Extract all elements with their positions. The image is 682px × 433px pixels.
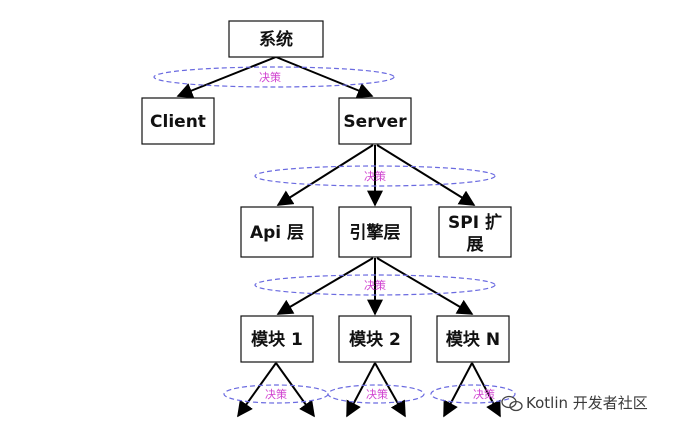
- arrows-level-2: [276, 144, 476, 207]
- node-server-label: Server: [343, 112, 407, 132]
- node-module1-label: 模块 1: [251, 329, 303, 350]
- decision-label-4a: 决策: [265, 387, 287, 401]
- decision-ellipse-4c: [430, 384, 516, 404]
- watermark-text: Kotlin 开发者社区: [526, 394, 648, 412]
- decision-labels: 决策 决策 决策 决策 决策 决策: [259, 70, 495, 401]
- decision-ellipses: [153, 66, 516, 404]
- node-root-label: 系统: [259, 29, 293, 50]
- arrow-server-api: [276, 144, 374, 206]
- decision-label-4b: 决策: [366, 387, 388, 401]
- node-spi-label-line2: 展: [467, 235, 484, 255]
- arrow-engine-moduleN: [376, 257, 474, 315]
- arrow-server-spi: [376, 144, 476, 206]
- node-module2: 模块 2: [338, 315, 412, 363]
- decision-ellipse-2: [254, 165, 496, 187]
- decision-label-2: 决策: [364, 169, 386, 183]
- node-client-label: Client: [150, 112, 206, 132]
- arrow-moduleN-left: [443, 362, 473, 418]
- node-api: Api 层: [240, 206, 314, 258]
- node-engine-label: 引擎层: [350, 222, 401, 243]
- watermark: Kotlin 开发者社区: [501, 394, 648, 412]
- nodes: 系统 Client Server Api 层 引擎层 SPI 扩 展 模块 1: [141, 20, 512, 363]
- arrow-module1-left: [237, 362, 277, 418]
- node-server: Server: [338, 97, 412, 145]
- node-moduleN: 模块 N: [436, 315, 510, 363]
- arrow-root-server: [275, 56, 374, 98]
- arrow-module2-left: [346, 362, 376, 418]
- arrow-root-client: [176, 56, 277, 99]
- arrows-level-3: [276, 257, 474, 316]
- decision-label-3: 决策: [364, 278, 386, 292]
- arrow-engine-module1: [276, 257, 374, 315]
- node-root: 系统: [228, 20, 324, 58]
- node-spi-label-line1: SPI 扩: [448, 212, 502, 233]
- arrow-module1-right: [275, 362, 315, 418]
- arrows-level-1: [176, 56, 374, 99]
- arrow-module2-right: [374, 362, 406, 418]
- arrows-level-4: [237, 362, 501, 418]
- node-spi: SPI 扩 展: [438, 206, 512, 258]
- node-client: Client: [141, 97, 215, 145]
- node-api-label: Api 层: [250, 223, 304, 243]
- node-module1: 模块 1: [240, 315, 314, 363]
- decision-label-1: 决策: [259, 70, 281, 84]
- node-module2-label: 模块 2: [349, 329, 401, 350]
- node-engine: 引擎层: [338, 206, 412, 258]
- decision-ellipse-4b: [327, 384, 425, 404]
- arrow-moduleN-right: [471, 362, 501, 418]
- decision-ellipse-3: [254, 274, 496, 296]
- wechat-icon: [501, 395, 523, 412]
- decision-label-4c: 决策: [473, 387, 495, 401]
- decision-ellipse-1: [153, 66, 395, 88]
- node-moduleN-label: 模块 N: [446, 329, 500, 350]
